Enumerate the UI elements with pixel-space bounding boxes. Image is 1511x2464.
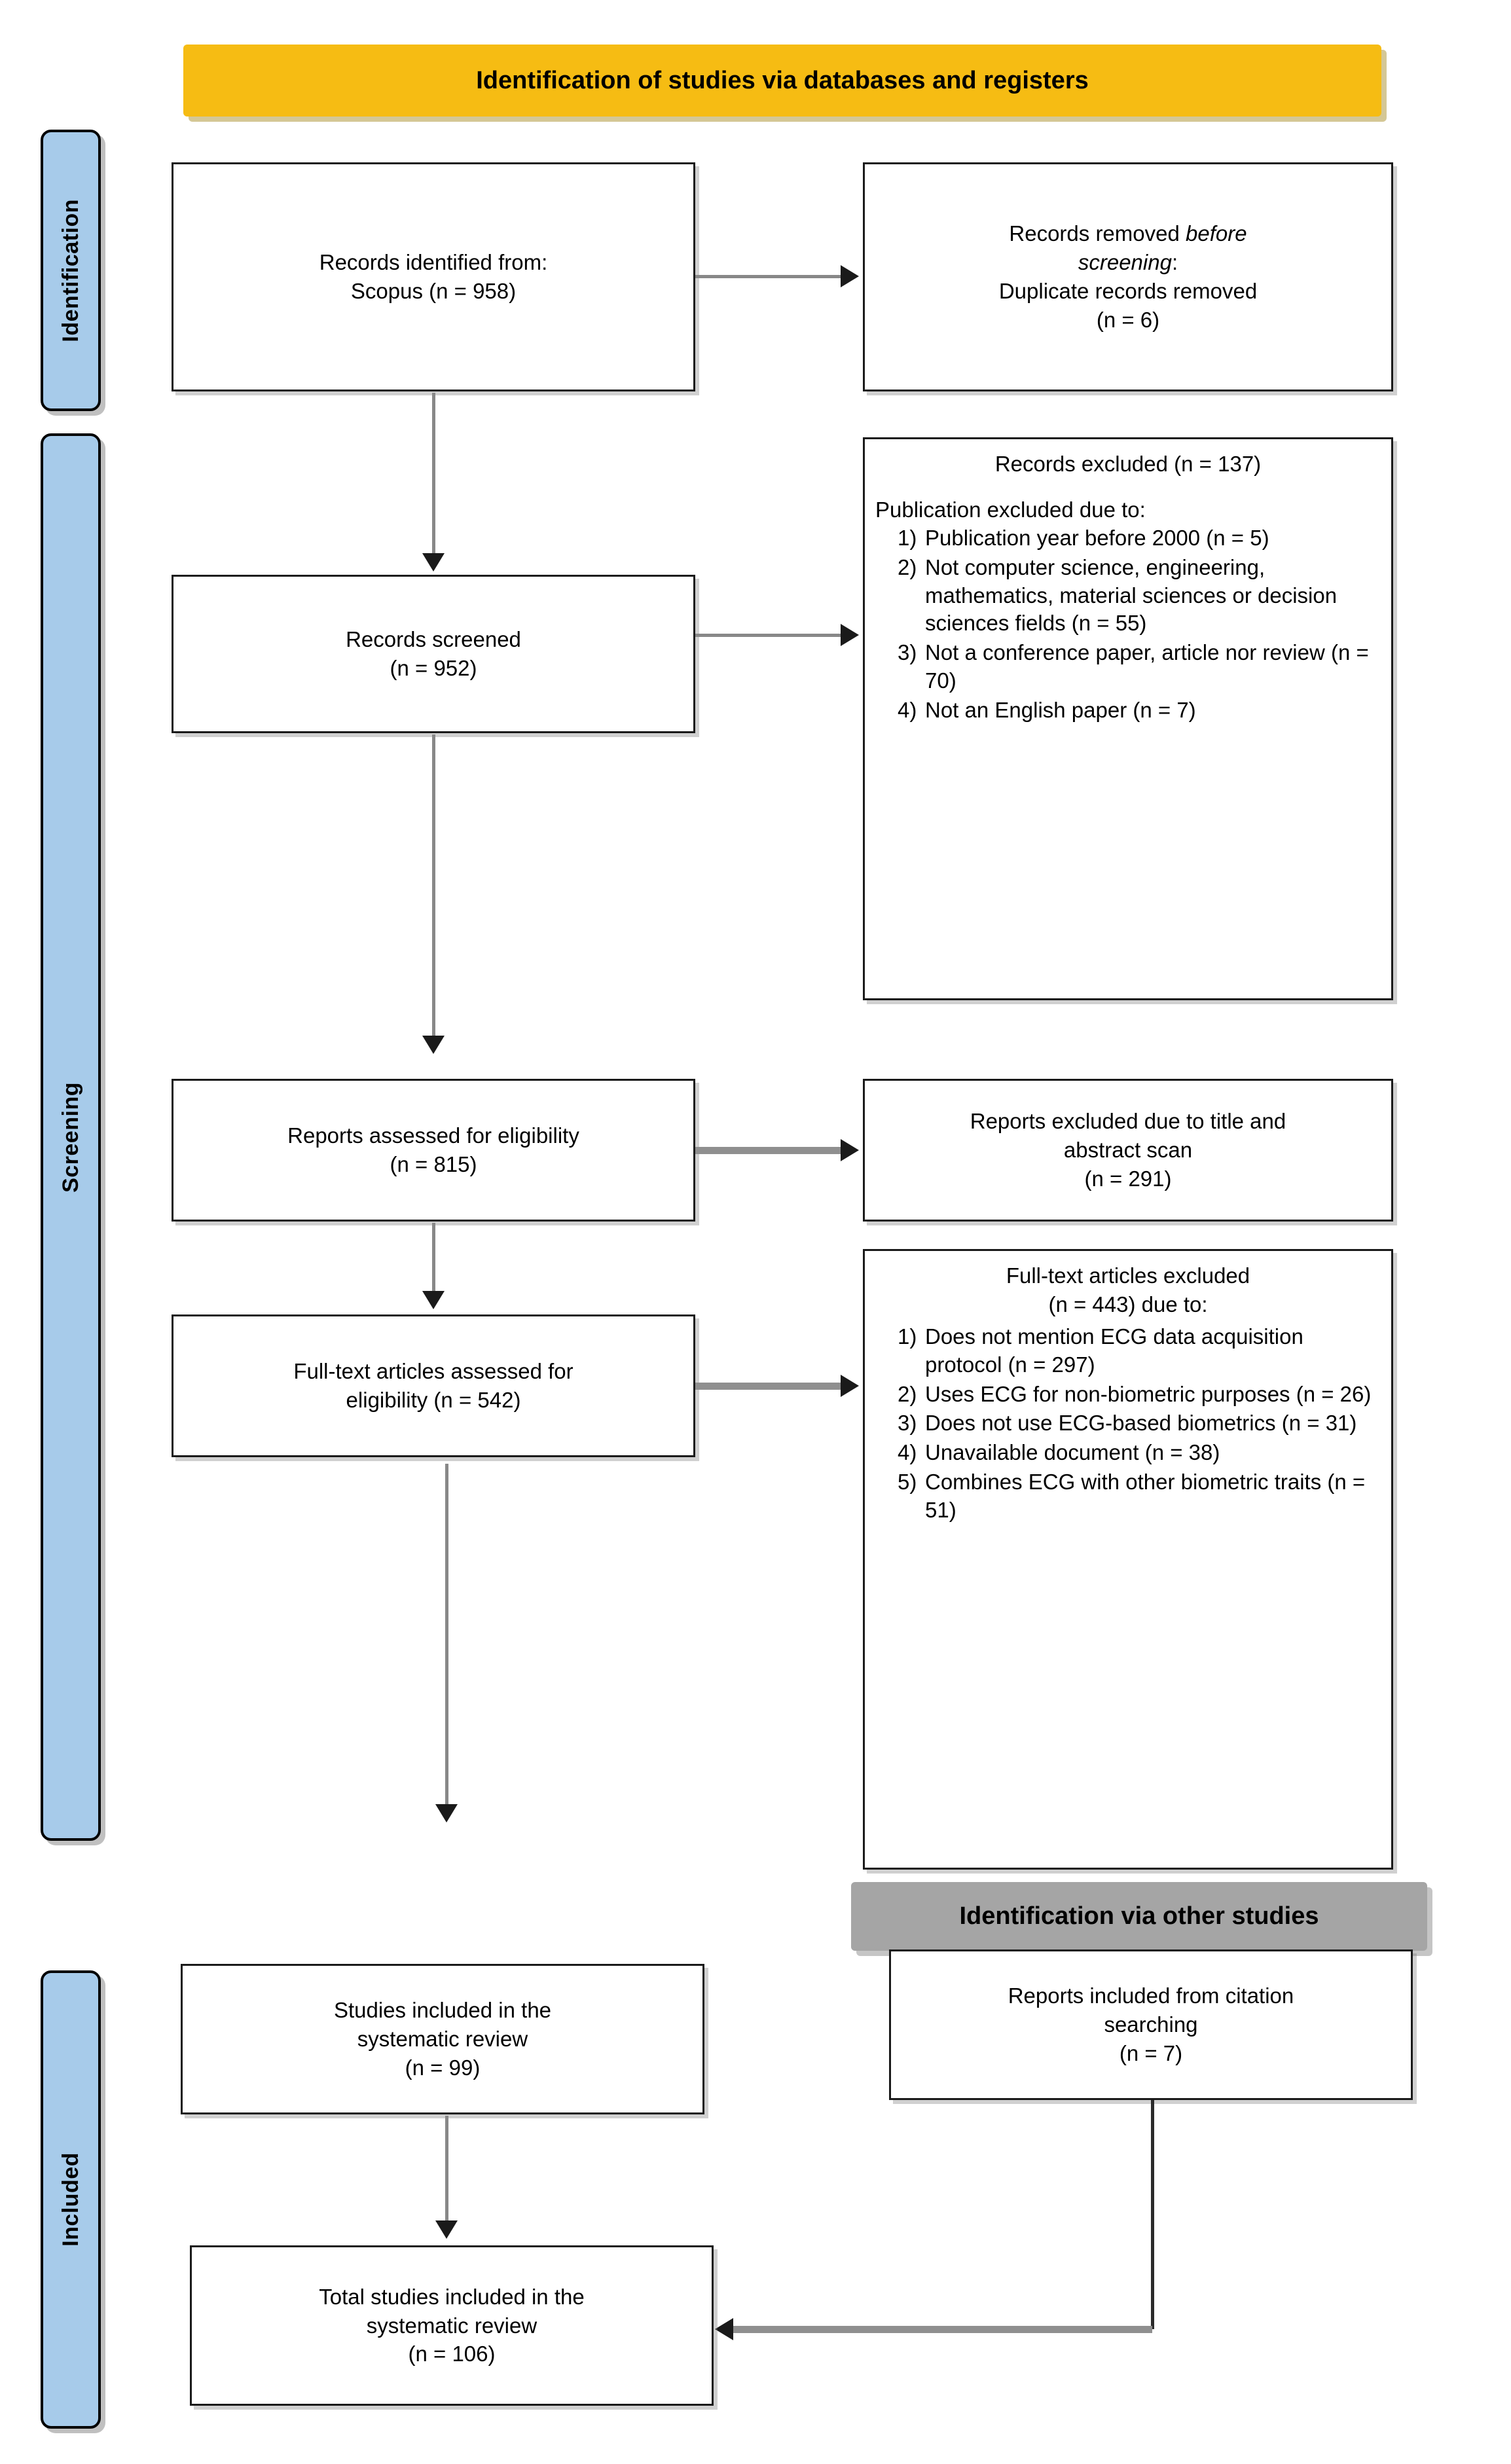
records-screened-line-2: (n = 952) [390, 656, 477, 680]
connector-identified-to-removed [695, 275, 841, 278]
connector-identified-to-screened [432, 393, 435, 560]
fulltext-excluded-heading-2: (n = 443) due to: [1048, 1292, 1208, 1316]
list-item-number: 1) [898, 1324, 917, 1349]
reports-excluded-line-2: abstract scan [1063, 1138, 1193, 1163]
list-item-text: Does not use ECG-based biometrics (n = 3… [925, 1411, 1357, 1436]
arrow-fulltext-to-studies-included [435, 1804, 458, 1822]
list-item-number: 4) [898, 698, 917, 723]
list-item-number: 4) [898, 1440, 917, 1465]
arrow-assessed-to-fulltext [422, 1291, 445, 1309]
phase-bar-included: Included [41, 1970, 101, 2429]
box-records-excluded: Records excluded (n = 137) Publication e… [863, 437, 1393, 1000]
list-item: 1) Does not mention ECG data acquisition… [875, 1323, 1381, 1379]
phase-bar-screening: Screening [41, 433, 101, 1841]
arrow-fulltext-to-excluded [841, 1375, 859, 1397]
reports-citation-line-2: searching [1104, 2012, 1198, 2037]
records-excluded-subheading: Publication excluded due to: [875, 497, 1146, 522]
list-item-number: 2) [898, 1381, 917, 1406]
total-included-line-3: (n = 106) [408, 2342, 496, 2366]
banner-identification-other-studies: Identification via other studies [851, 1882, 1427, 1951]
list-item-text: Not an English paper (n = 7) [925, 698, 1196, 723]
reports-citation-line-1: Reports included from citation [1008, 1984, 1294, 2008]
connector-fulltext-to-studies-included [445, 1464, 448, 1811]
connector-citation-vertical [1151, 2100, 1154, 2329]
box-total-included: Total studies included in the systematic… [190, 2245, 714, 2406]
list-item: 1) Publication year before 2000 (n = 5) [875, 524, 1381, 553]
list-item-text: Not a conference paper, article nor revi… [925, 640, 1369, 693]
records-removed-line-3: Duplicate records removed [998, 279, 1258, 303]
fulltext-excluded-list: 1) Does not mention ECG data acquisition… [875, 1323, 1381, 1526]
reports-assessed-line-1: Reports assessed for eligibility [287, 1123, 579, 1148]
list-item-text: Combines ECG with other biometric traits… [925, 1470, 1366, 1523]
box-reports-assessed: Reports assessed for eligibility (n = 81… [172, 1079, 695, 1222]
connector-fulltext-to-excluded [695, 1383, 841, 1390]
arrow-screened-to-reports [422, 1036, 445, 1054]
phase-label-screening: Screening [58, 1081, 83, 1193]
box-fulltext-excluded: Full-text articles excluded (n = 443) du… [863, 1249, 1393, 1870]
list-item-number: 5) [898, 1470, 917, 1495]
phase-label-identification: Identification [58, 198, 83, 342]
records-identified-line-1: Records identified from: [319, 250, 548, 275]
list-item: 2) Not computer science, engineering, ma… [875, 554, 1381, 638]
fulltext-excluded-heading-1: Full-text articles excluded [1006, 1263, 1250, 1288]
connector-studies-to-total [445, 2116, 448, 2227]
fulltext-assessed-line-2: eligibility (n = 542) [346, 1388, 521, 1412]
fulltext-assessed-line-1: Full-text articles assessed for [293, 1359, 573, 1384]
list-item: 4) Unavailable document (n = 38) [875, 1439, 1381, 1467]
arrow-assessed-to-excluded [841, 1139, 859, 1161]
studies-included-line-3: (n = 99) [405, 2055, 481, 2080]
banner-identification-databases: Identification of studies via databases … [183, 45, 1381, 117]
studies-included-line-2: systematic review [357, 2027, 528, 2052]
reports-assessed-line-2: (n = 815) [390, 1152, 477, 1176]
total-included-line-1: Total studies included in the [319, 2284, 585, 2309]
arrow-identified-to-removed [841, 265, 859, 287]
connector-assessed-to-fulltext [432, 1223, 435, 1296]
records-excluded-heading: Records excluded (n = 137) [994, 452, 1262, 476]
reports-excluded-line-1: Reports excluded due to title and [970, 1109, 1286, 1134]
list-item: 3) Not a conference paper, article nor r… [875, 639, 1381, 695]
box-studies-included: Studies included in the systematic revie… [181, 1964, 704, 2114]
total-included-line-2: systematic review [366, 2313, 537, 2338]
list-item-text: Not computer science, engineering, mathe… [925, 554, 1338, 636]
box-records-identified: Records identified from: Scopus (n = 958… [172, 162, 695, 391]
records-removed-line-1: Records removed before [1009, 221, 1247, 246]
records-identified-line-2: Scopus (n = 958) [350, 279, 517, 303]
arrow-identified-to-screened [422, 553, 445, 571]
phase-bar-identification: Identification [41, 130, 101, 411]
phase-label-included: Included [58, 2152, 83, 2247]
records-removed-line-2: screening: [1078, 250, 1178, 275]
connector-screened-to-excluded [695, 634, 841, 637]
list-item: 3) Does not use ECG-based biometrics (n … [875, 1409, 1381, 1438]
arrow-screened-to-excluded [841, 624, 859, 646]
records-screened-line-1: Records screened [346, 627, 521, 652]
list-item-text: Unavailable document (n = 38) [925, 1440, 1220, 1465]
records-excluded-list: 1) Publication year before 2000 (n = 5) … [875, 524, 1381, 726]
records-removed-line-4: (n = 6) [1096, 307, 1160, 332]
connector-assessed-to-excluded [695, 1147, 841, 1154]
list-item-text: Publication year before 2000 (n = 5) [925, 525, 1269, 550]
studies-included-line-1: Studies included in the [333, 1998, 552, 2023]
list-item-number: 3) [898, 1411, 917, 1436]
box-records-screened: Records screened (n = 952) [172, 575, 695, 733]
box-fulltext-assessed: Full-text articles assessed for eligibil… [172, 1314, 695, 1457]
connector-screened-to-reports [432, 734, 435, 1042]
list-item: 4) Not an English paper (n = 7) [875, 697, 1381, 725]
list-item-number: 2) [898, 554, 917, 579]
box-reports-citation: Reports included from citation searching… [889, 1949, 1413, 2100]
list-item-text: Does not mention ECG data acquisition pr… [925, 1324, 1303, 1377]
box-reports-excluded: Reports excluded due to title and abstra… [863, 1079, 1393, 1222]
arrow-studies-to-total [435, 2220, 458, 2239]
reports-excluded-line-3: (n = 291) [1084, 1166, 1172, 1191]
reports-citation-line-3: (n = 7) [1119, 2040, 1183, 2065]
connector-citation-horizontal [733, 2326, 1152, 2333]
list-item-text: Uses ECG for non-biometric purposes (n =… [925, 1381, 1372, 1406]
list-item-number: 3) [898, 640, 917, 665]
list-item: 5) Combines ECG with other biometric tra… [875, 1468, 1381, 1525]
list-item-number: 1) [898, 525, 917, 550]
list-item: 2) Uses ECG for non-biometric purposes (… [875, 1381, 1381, 1409]
arrow-citation-to-total [715, 2318, 733, 2340]
box-records-removed: Records removed before screening: Duplic… [863, 162, 1393, 391]
